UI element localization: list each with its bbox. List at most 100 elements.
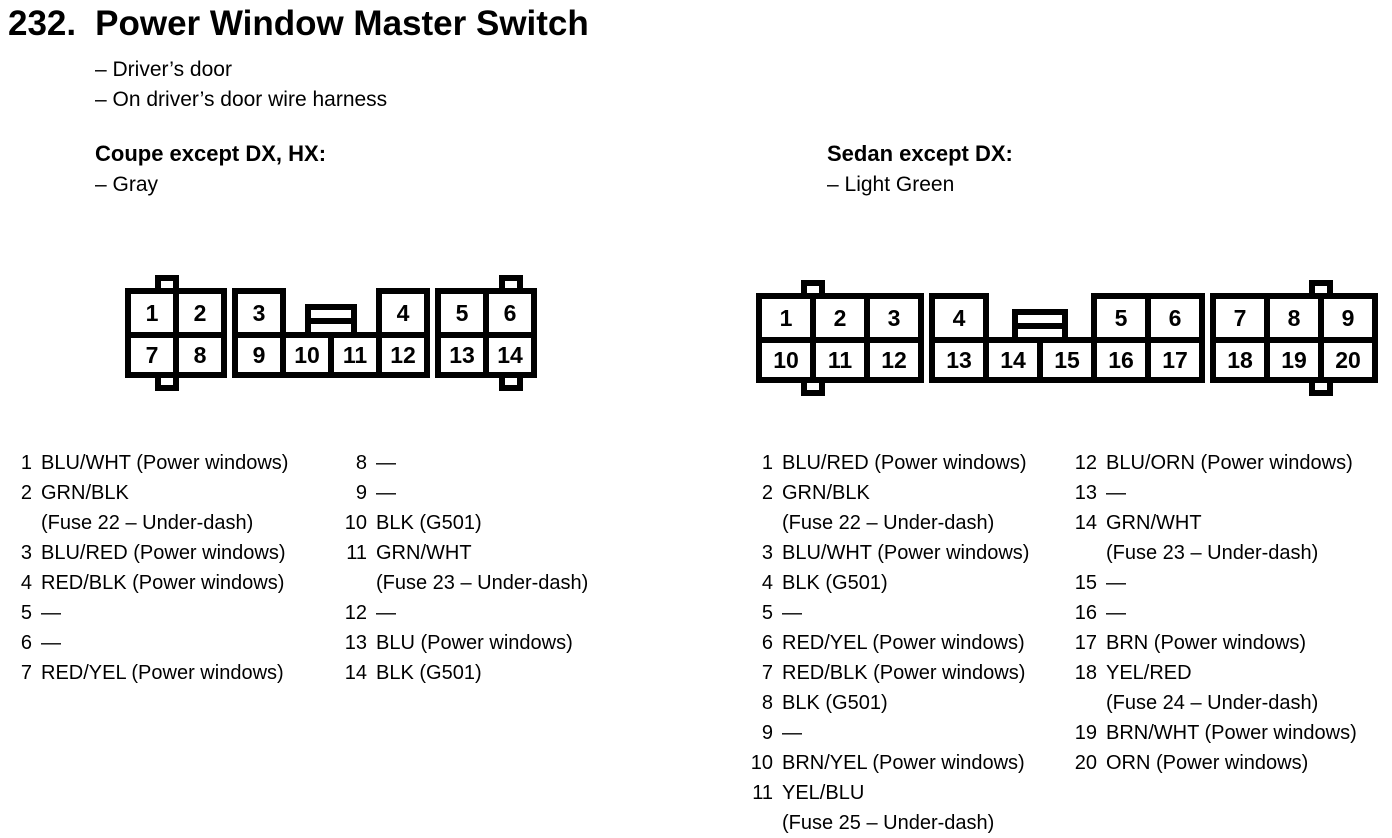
legend-line: (Fuse 23 – Under-dash) [1106, 542, 1319, 564]
pin-cell: 10 [773, 346, 799, 373]
pin-cell: 11 [810, 343, 864, 377]
legend-line: 15— [1074, 572, 1126, 594]
pin-group: 10 11 12 [756, 337, 924, 383]
pin-cell: 19 [1264, 343, 1318, 377]
pin-cell: 9 [252, 341, 266, 368]
legend-line: (Fuse 22 – Under-dash) [782, 512, 995, 534]
sedan-color-note: – Light Green [827, 173, 955, 196]
pin-cell: 4 [952, 304, 966, 331]
pin-group: 5 6 [1091, 293, 1205, 343]
pin-cell: 5 [1114, 304, 1128, 331]
connector-latch-icon [1012, 309, 1068, 343]
pin-group: 13 14 15 16 17 [929, 337, 1205, 383]
legend-line: 16— [1074, 602, 1126, 624]
legend-line: (Fuse 25 – Under-dash) [782, 812, 995, 834]
pin-cell: 20 [1318, 343, 1372, 377]
pin-group: 18 19 20 [1210, 337, 1378, 383]
pin-cell: 1 [779, 304, 793, 331]
pin-cell: 15 [1037, 343, 1091, 377]
coupe-color-note: – Gray [95, 173, 159, 196]
pin-group: 13 14 [435, 332, 537, 378]
pin-group: 1 2 3 [756, 293, 924, 343]
pin-cell: 8 [1264, 299, 1318, 337]
legend-line: 9— [355, 482, 396, 504]
legend-line: (Fuse 23 – Under-dash) [376, 572, 589, 594]
pin-cell: 2 [173, 294, 221, 332]
legend-line: 5— [20, 602, 61, 624]
pin-cell: 14 [983, 343, 1037, 377]
pin-cell: 16 [1091, 343, 1145, 377]
pin-cell: 1 [145, 299, 159, 326]
pin-cell: 6 [1145, 299, 1199, 337]
pin-cell: 13 [449, 341, 475, 368]
section-title-text: Power Window Master Switch [95, 4, 589, 43]
pin-group: 1 2 [125, 288, 227, 338]
pin-cell: 7 [1233, 304, 1247, 331]
pin-cell: 13 [946, 346, 972, 373]
pin-cell: 14 [483, 338, 531, 372]
legend-line: (Fuse 24 – Under-dash) [1106, 692, 1319, 714]
pin-cell: 7 [145, 341, 159, 368]
legend-line: 13— [1074, 482, 1126, 504]
pin-cell: 12 [864, 343, 918, 377]
pin-group: 9 10 11 12 [232, 332, 430, 378]
legend-line: (Fuse 22 – Under-dash) [41, 512, 254, 534]
pin-cell: 11 [328, 338, 376, 372]
pin-group: 7 8 [125, 332, 227, 378]
title-notes: – Driver’s door – On driver’s door wire … [95, 55, 387, 115]
section-number: 232. [8, 4, 77, 43]
note-location: – Driver’s door [95, 58, 232, 81]
pin-cell: 4 [396, 299, 410, 326]
pin-cell: 6 [483, 294, 531, 332]
pin-cell: 2 [810, 299, 864, 337]
pin-cell: 12 [376, 338, 424, 372]
sedan-heading: Sedan except DX: [827, 141, 1013, 166]
legend-line: 5— [761, 602, 802, 624]
coupe-heading: Coupe except DX, HX: [95, 141, 327, 166]
pin-group: 5 6 [435, 288, 537, 338]
sedan-connector-diagram: 1 2 3 4 5 6 7 8 9 10 11 12 13 14 15 16 1… [756, 280, 1378, 396]
pin-cell: 3 [252, 299, 266, 326]
pin-cell: 17 [1145, 343, 1199, 377]
pin-group: 7 8 9 [1210, 293, 1378, 343]
pin-cell: 3 [864, 299, 918, 337]
legend-line: 9— [761, 722, 802, 744]
pin-cell: 9 [1318, 299, 1372, 337]
note-harness: – On driver’s door wire harness [95, 88, 388, 111]
pin-group: 4 [376, 288, 430, 338]
coupe-connector-diagram: 1 2 3 4 5 6 7 8 9 10 11 12 13 14 [125, 275, 537, 391]
legend-line: 8— [355, 452, 396, 474]
pin-cell: 5 [455, 299, 469, 326]
pin-cell: 10 [280, 338, 328, 372]
pin-group: 3 [232, 288, 286, 338]
legend-line: 6— [20, 632, 61, 654]
